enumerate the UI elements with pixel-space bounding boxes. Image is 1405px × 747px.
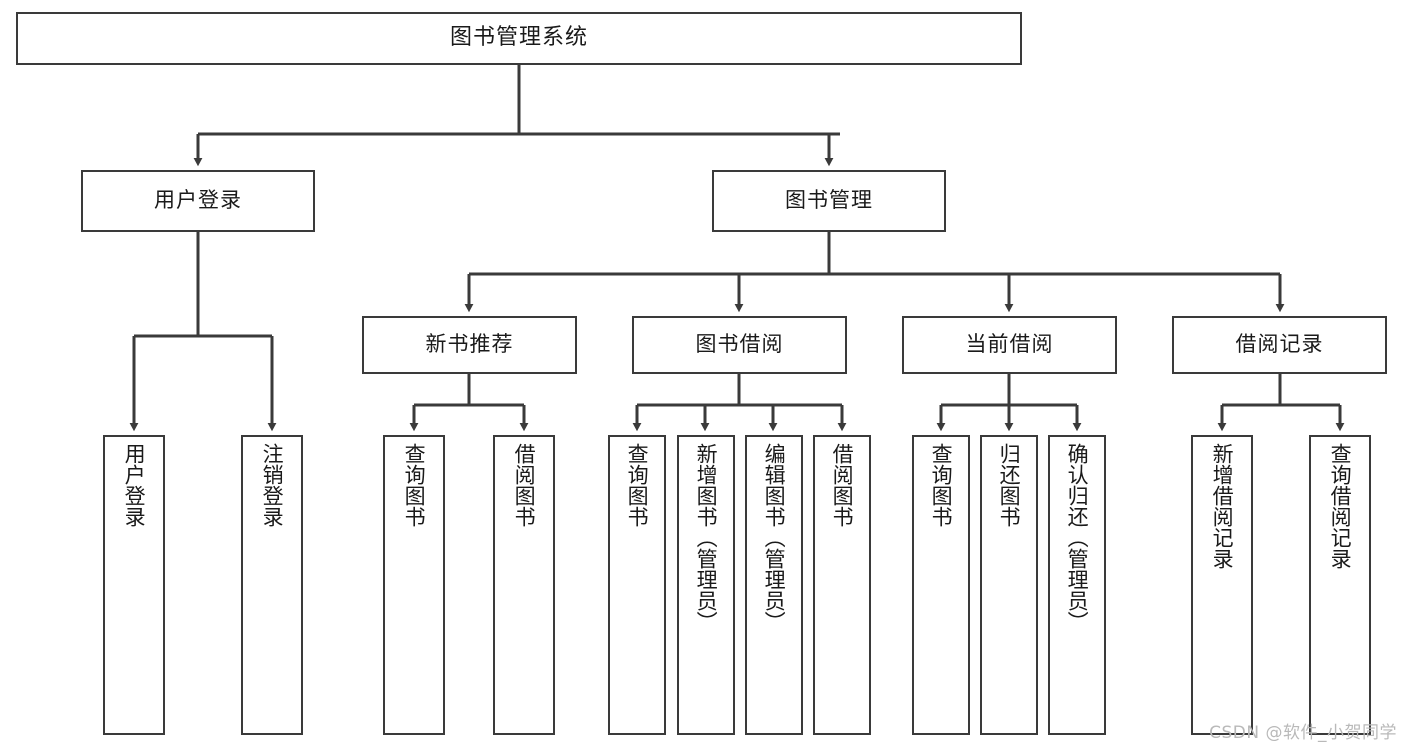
- node-label: 用户登录: [154, 188, 242, 213]
- leaf-add-borrow-record[interactable]: 新增借阅记录: [1191, 435, 1253, 735]
- leaf-query-books-current[interactable]: 查询图书: [912, 435, 970, 735]
- leaf-query-borrow-record[interactable]: 查询借阅记录: [1309, 435, 1371, 735]
- node-label: 确认归还（管理员）: [1065, 443, 1090, 632]
- leaf-query-books-borrow[interactable]: 查询图书: [608, 435, 666, 735]
- node-label: 图书管理系统: [449, 25, 588, 51]
- node-label: 归还图书: [997, 443, 1022, 527]
- node-new-book-recommendation[interactable]: 新书推荐: [362, 316, 577, 374]
- leaf-borrow-books[interactable]: 借阅图书: [813, 435, 871, 735]
- node-label: 新书推荐: [425, 332, 514, 357]
- leaf-confirm-return-admin[interactable]: 确认归还（管理员）: [1048, 435, 1106, 735]
- node-label: 查询图书: [402, 443, 427, 527]
- node-label: 编辑图书（管理员）: [762, 443, 787, 632]
- node-book-borrowing[interactable]: 图书借阅: [632, 316, 847, 374]
- node-label: 借阅记录: [1235, 332, 1324, 357]
- leaf-add-book-admin[interactable]: 新增图书（管理员）: [677, 435, 735, 735]
- node-book-management[interactable]: 图书管理: [712, 170, 946, 232]
- node-label: 借阅图书: [830, 443, 855, 527]
- leaf-borrow-books-new[interactable]: 借阅图书: [493, 435, 555, 735]
- csdn-watermark: CSDN @软件_小贺同学: [1209, 723, 1397, 743]
- node-root-book-management-system[interactable]: 图书管理系统: [16, 12, 1022, 65]
- node-user-login[interactable]: 用户登录: [81, 170, 315, 232]
- node-label: 查询图书: [625, 443, 650, 527]
- node-borrow-records[interactable]: 借阅记录: [1172, 316, 1387, 374]
- node-label: 当前借阅: [965, 332, 1054, 357]
- node-label: 借阅图书: [512, 443, 537, 527]
- node-current-borrowing[interactable]: 当前借阅: [902, 316, 1117, 374]
- node-label: 注销登录: [260, 443, 285, 527]
- node-label: 图书管理: [785, 188, 873, 213]
- leaf-user-login[interactable]: 用户登录: [103, 435, 165, 735]
- node-label: 用户登录: [122, 443, 147, 527]
- leaf-query-books-new[interactable]: 查询图书: [383, 435, 445, 735]
- node-label: 新增图书（管理员）: [694, 443, 719, 632]
- node-label: 图书借阅: [695, 332, 784, 357]
- leaf-logout[interactable]: 注销登录: [241, 435, 303, 735]
- node-label: 查询借阅记录: [1328, 443, 1353, 569]
- node-label: 查询图书: [929, 443, 954, 527]
- node-label: 新增借阅记录: [1210, 443, 1235, 569]
- leaf-edit-book-admin[interactable]: 编辑图书（管理员）: [745, 435, 803, 735]
- leaf-return-books[interactable]: 归还图书: [980, 435, 1038, 735]
